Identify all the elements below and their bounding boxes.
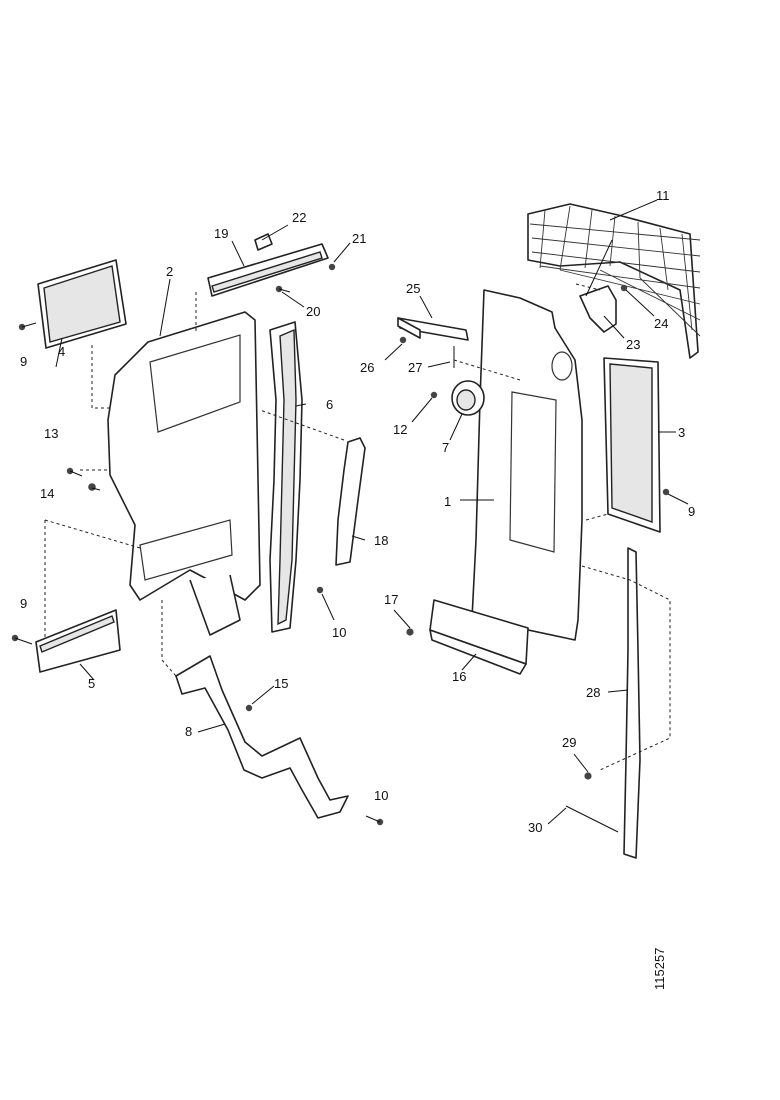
callout-25: 25 (406, 281, 420, 296)
callout-28: 28 (586, 685, 600, 700)
part-1-main-panel (471, 289, 583, 641)
callout-10-middle: 10 (332, 625, 346, 640)
fastener-14 (88, 483, 96, 491)
callout-7: 7 (442, 440, 449, 455)
callout-19: 19 (214, 226, 228, 241)
part-7-knob (451, 380, 485, 416)
part-4-window-panel (37, 259, 127, 349)
part-18-curved-strip (335, 437, 366, 566)
callout-16: 16 (452, 669, 466, 684)
fastener-9-upper-left (18, 322, 37, 331)
alignment-lines-left (44, 292, 197, 677)
callout-12: 12 (393, 422, 407, 437)
part-23-plate (579, 285, 617, 333)
part-11-mesh-grille (527, 203, 701, 359)
callout-10-lower: 10 (374, 788, 388, 803)
callout-2: 2 (166, 264, 173, 279)
part-22-clip (254, 233, 273, 251)
part-3-window-frame (603, 357, 661, 533)
part-5-box (35, 609, 121, 673)
callout-30: 30 (528, 820, 542, 835)
fastener-17 (406, 628, 414, 636)
fastener-12 (430, 391, 438, 399)
callout-5: 5 (88, 676, 95, 691)
fastener-21 (328, 263, 336, 271)
callout-3: 3 (678, 425, 685, 440)
part-8-stepped-bracket (175, 655, 349, 819)
fastener-29 (584, 772, 592, 780)
callout-26: 26 (360, 360, 374, 375)
callout-24: 24 (654, 316, 668, 331)
callout-29: 29 (562, 735, 576, 750)
callout-17: 17 (384, 592, 398, 607)
fastener-26 (399, 336, 407, 344)
callout-13: 13 (44, 426, 58, 441)
callout-21: 21 (352, 231, 366, 246)
fastener-10-middle (316, 586, 324, 594)
callout-9-lower-left: 9 (20, 596, 27, 611)
callout-9-right: 9 (688, 504, 695, 519)
fastener-9-right (662, 488, 670, 496)
callout-14: 14 (40, 486, 54, 501)
callout-15: 15 (274, 676, 288, 691)
fastener-30 (565, 805, 619, 833)
callout-labels: 1 2 3 4 5 6 7 8 9 9 9 10 10 11 12 13 14 … (20, 188, 695, 835)
fastener-10-lower (365, 815, 384, 826)
fastener-20 (275, 285, 291, 293)
alignment-lines-right (259, 283, 671, 771)
callout-4: 4 (58, 344, 65, 359)
callout-9-upper-left: 9 (20, 354, 27, 369)
part-6-vertical-strip (269, 321, 303, 633)
callout-6: 6 (326, 397, 333, 412)
part-28-rail (623, 547, 641, 859)
fastener-15 (245, 704, 253, 712)
part-25-bracket (397, 317, 469, 341)
callout-20: 20 (306, 304, 320, 319)
drawing-number: 115257 (652, 948, 667, 990)
callout-22: 22 (292, 210, 306, 225)
part-16-bracket (429, 599, 529, 675)
callout-leaders (55, 199, 689, 825)
fastener-13 (66, 467, 83, 477)
callout-27: 27 (408, 360, 422, 375)
part-2-left-panel (107, 311, 261, 636)
callout-8: 8 (185, 724, 192, 739)
part-19-bracket (207, 243, 329, 297)
fastener-24 (620, 284, 628, 292)
callout-18: 18 (374, 533, 388, 548)
callout-23: 23 (626, 337, 640, 352)
callout-1: 1 (444, 494, 451, 509)
callout-11: 11 (656, 188, 670, 203)
fastener-9-lower-left (11, 634, 33, 645)
